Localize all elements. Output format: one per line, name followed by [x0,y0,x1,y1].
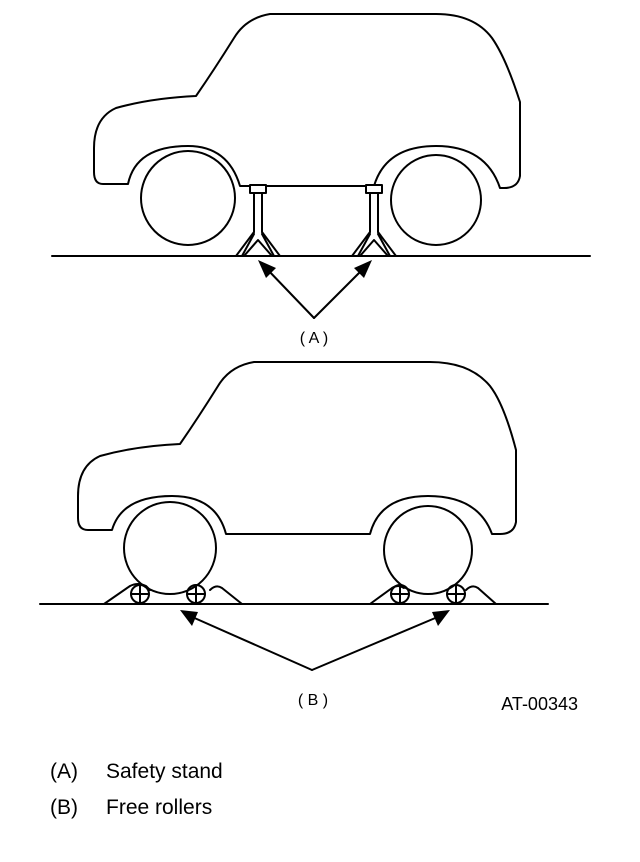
legend-key: (B) [50,796,78,819]
callout-a-label: ( A ) [300,330,328,347]
front-wheel-bottom [123,501,217,595]
vehicle-on-free-rollers [77,361,517,595]
free-rollers-front [103,583,243,605]
vehicle-body-top [93,13,521,189]
callout-a-leaders [265,267,365,319]
rear-wheel-top [390,154,482,246]
legend-text: Free rollers [106,796,213,819]
legend-key: (A) [50,760,78,783]
free-rollers-rear [369,584,497,605]
vehicle-on-safety-stands [93,13,521,246]
arrowhead-a-front [258,260,276,278]
callout-b-label: ( B ) [298,692,328,709]
arrowhead-b-rear [432,610,450,626]
vehicle-body-bottom [77,361,517,535]
safety-stand-rear [351,184,397,257]
legend-item: (B) Free rollers [50,796,610,832]
front-wheel-top [140,150,236,246]
legend-item: (A) Safety stand [50,760,610,796]
legend: (A) Safety stand (B) Free rollers [50,760,610,832]
safety-stand-front [235,184,281,257]
arrowhead-a-rear [354,260,372,278]
diagram-figure: ( A ) ( B ) AT-00343 [39,13,591,714]
legend-text: Safety stand [106,760,223,783]
callout-b-leaders [189,615,441,671]
rear-wheel-bottom [383,505,473,595]
figure-id: AT-00343 [501,694,578,714]
arrowhead-b-front [180,610,198,626]
